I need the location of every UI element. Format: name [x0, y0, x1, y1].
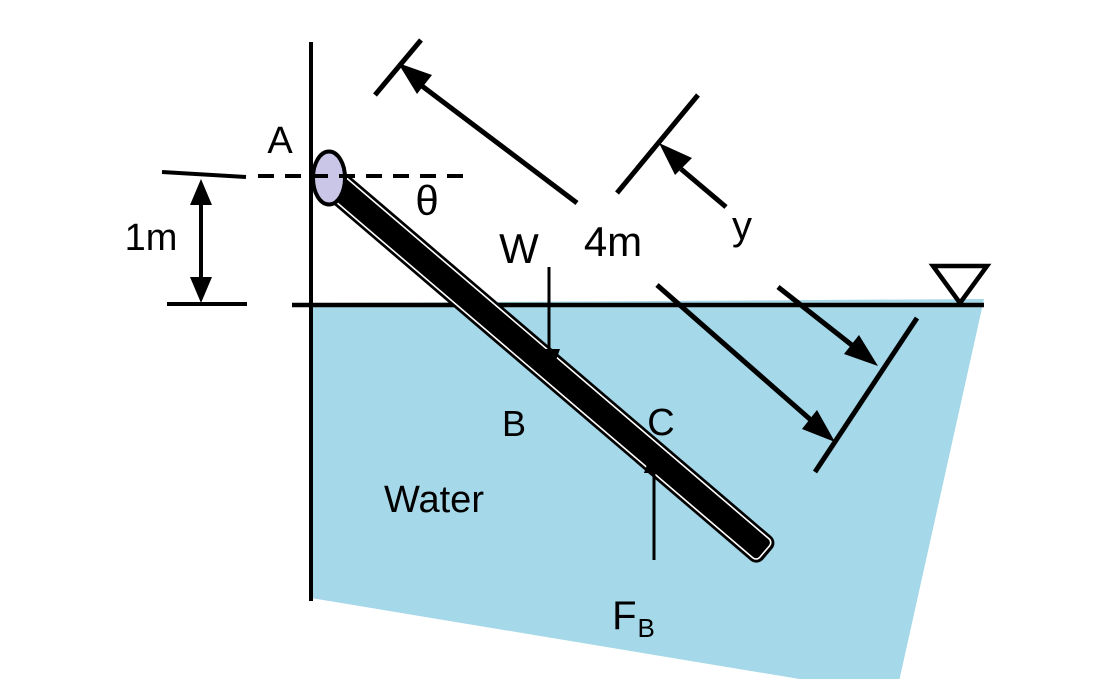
- dim-y-lower-line: [776, 285, 855, 348]
- label-buoyant-force-subscript: B: [637, 613, 655, 643]
- label-buoyant-force-symbol: F: [612, 594, 637, 638]
- dim-4m-lower-arrowhead: [802, 410, 835, 442]
- label-point-a: A: [267, 120, 293, 162]
- label-point-b: B: [501, 403, 527, 444]
- dim-1m-arrowhead-up: [190, 179, 212, 205]
- dim-4m-upper-line: [420, 84, 579, 205]
- label-depth-1m: 1m: [124, 217, 178, 259]
- dim-1m-top-tick: [161, 170, 247, 179]
- label-buoyant-force: FB: [612, 594, 655, 641]
- label-point-c: C: [647, 402, 675, 444]
- label-distance-y: y: [732, 204, 752, 248]
- dim-y-lower-arrowhead: [844, 335, 878, 366]
- dim-4m-top-tick: [373, 38, 423, 97]
- dim-y-top-tick: [615, 93, 700, 195]
- water-level-symbol: [928, 263, 992, 307]
- dim-y-upper-arrowhead: [659, 143, 692, 175]
- dim-shared-end-tick: [812, 316, 920, 474]
- label-weight-w: W: [499, 225, 539, 272]
- label-length-4m: 4m: [583, 218, 643, 265]
- water-body: [311, 299, 984, 679]
- dim-y-upper-line: [679, 167, 728, 209]
- label-water: Water: [384, 479, 484, 521]
- label-angle-theta: θ: [415, 177, 439, 224]
- dim-1m-arrowhead-down: [190, 277, 212, 303]
- buoyancy-arrowhead: [644, 445, 664, 473]
- weight-arrowhead: [540, 349, 560, 377]
- dim-4m-lower-line: [655, 283, 814, 423]
- dim-4m-upper-arrowhead: [398, 63, 432, 94]
